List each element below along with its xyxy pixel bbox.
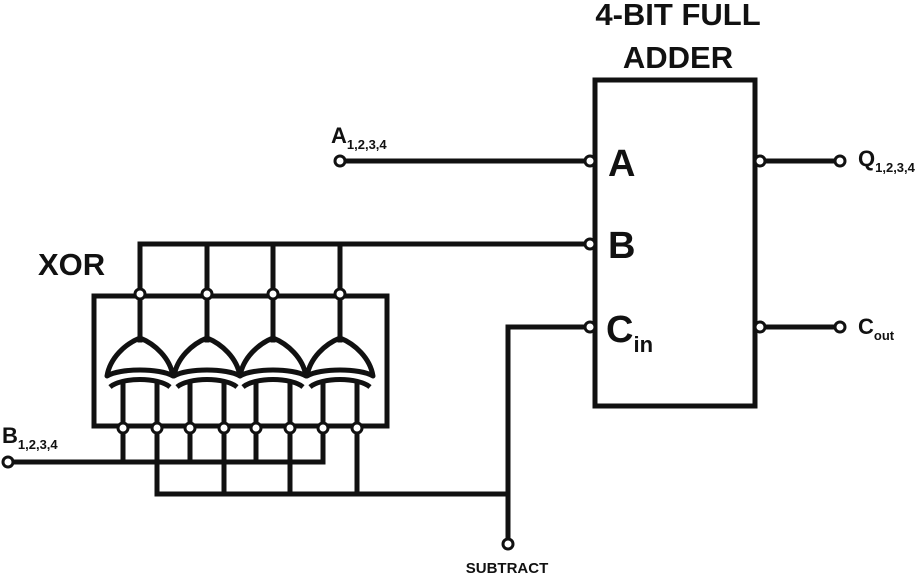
input-b-label: B1,2,3,4 <box>2 423 58 452</box>
xor-gate-3-body <box>237 335 309 379</box>
input-b: B1,2,3,4 <box>1 423 326 469</box>
xor-gate-1-body <box>104 335 176 379</box>
xor-gate-2-arc <box>175 377 239 390</box>
output-cout-label: Cout <box>858 314 895 343</box>
xor-label: XOR <box>38 247 105 282</box>
pin-adder-q <box>753 154 767 168</box>
xor-box <box>91 293 390 429</box>
input-a: A1,2,3,4 <box>331 123 597 168</box>
terminal-q <box>833 154 847 168</box>
terminal-a <box>333 154 347 168</box>
xor-gate-1 <box>104 293 176 431</box>
xor-gate-2-body <box>171 335 243 379</box>
full-adder-block: 4-BIT FULL ADDER A B Cin <box>592 0 761 409</box>
xor-gate-4-body <box>304 335 376 379</box>
output-q: Q1,2,3,4 <box>753 146 916 175</box>
subtract-control: SUBTRACT <box>154 320 597 575</box>
pin-adder-b <box>583 237 597 251</box>
output-cout: Cout <box>753 314 895 343</box>
adder-title-line1: 4-BIT FULL <box>595 0 760 32</box>
xor-gate-3 <box>237 293 309 431</box>
output-q-label: Q1,2,3,4 <box>858 146 916 175</box>
xor-to-b-bus <box>137 237 597 293</box>
adder-port-b-label: B <box>608 225 635 267</box>
xor-gate-2 <box>171 293 243 431</box>
terminal-subtract <box>501 537 515 551</box>
input-a-label: A1,2,3,4 <box>331 123 387 152</box>
adder-port-a-label: A <box>608 143 635 185</box>
subtract-label: SUBTRACT <box>466 560 549 575</box>
xor-input-pins <box>116 421 364 435</box>
pin-adder-a <box>583 154 597 168</box>
terminal-cout <box>833 320 847 334</box>
terminal-b <box>1 455 15 469</box>
xor-1-output-pin <box>133 287 147 301</box>
adder-port-cin-label: Cin <box>606 309 653 357</box>
pin-adder-cin <box>583 320 597 334</box>
xor-gate-4 <box>304 293 376 431</box>
xor-gate-1-arc <box>108 377 172 390</box>
xor-2-output-pin <box>200 287 214 301</box>
xor-block: XOR <box>38 247 390 431</box>
xor-3-output-pin <box>266 287 280 301</box>
xor-4-output-pin <box>333 287 347 301</box>
adder-title-line2: ADDER <box>623 40 733 75</box>
xor-gate-3-arc <box>241 377 305 390</box>
xor-gate-4-arc <box>308 377 372 390</box>
pin-adder-cout <box>753 320 767 334</box>
